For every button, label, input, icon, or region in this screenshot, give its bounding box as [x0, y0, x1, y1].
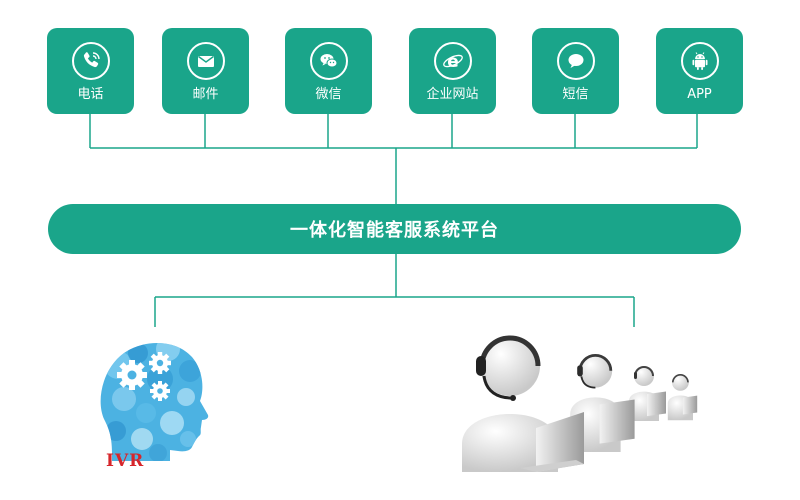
mail-icon: [186, 42, 225, 80]
channel-label: 短信: [562, 87, 589, 102]
channel-label: APP: [687, 87, 712, 102]
channel-website: e 企业网站: [409, 28, 496, 114]
call-center-agents-icon: [462, 335, 698, 472]
sms-icon: [556, 42, 595, 80]
channel-label: 电话: [77, 87, 104, 102]
ie-icon: e: [433, 42, 472, 80]
ivr-illustration: IVR: [98, 335, 210, 471]
platform-bar: 一体化智能客服系统平台: [48, 204, 741, 254]
channel-app: APP: [656, 28, 743, 114]
channel-mail: 邮件: [162, 28, 249, 114]
android-icon: [680, 42, 719, 80]
wechat-icon: [309, 42, 348, 80]
ivr-label: IVR: [106, 451, 145, 471]
channel-wechat: 微信: [285, 28, 372, 114]
head-gears-icon: [100, 342, 209, 461]
channel-phone: 电话: [47, 28, 134, 114]
platform-label: 一体化智能客服系统平台: [290, 220, 499, 241]
agents-illustration: [462, 332, 734, 472]
channel-sms: 短信: [532, 28, 619, 114]
svg-text:e: e: [447, 52, 459, 72]
channel-label: 微信: [315, 87, 342, 102]
phone-icon: [71, 42, 110, 80]
channel-label: 邮件: [192, 87, 219, 102]
channel-label: 企业网站: [426, 87, 479, 102]
